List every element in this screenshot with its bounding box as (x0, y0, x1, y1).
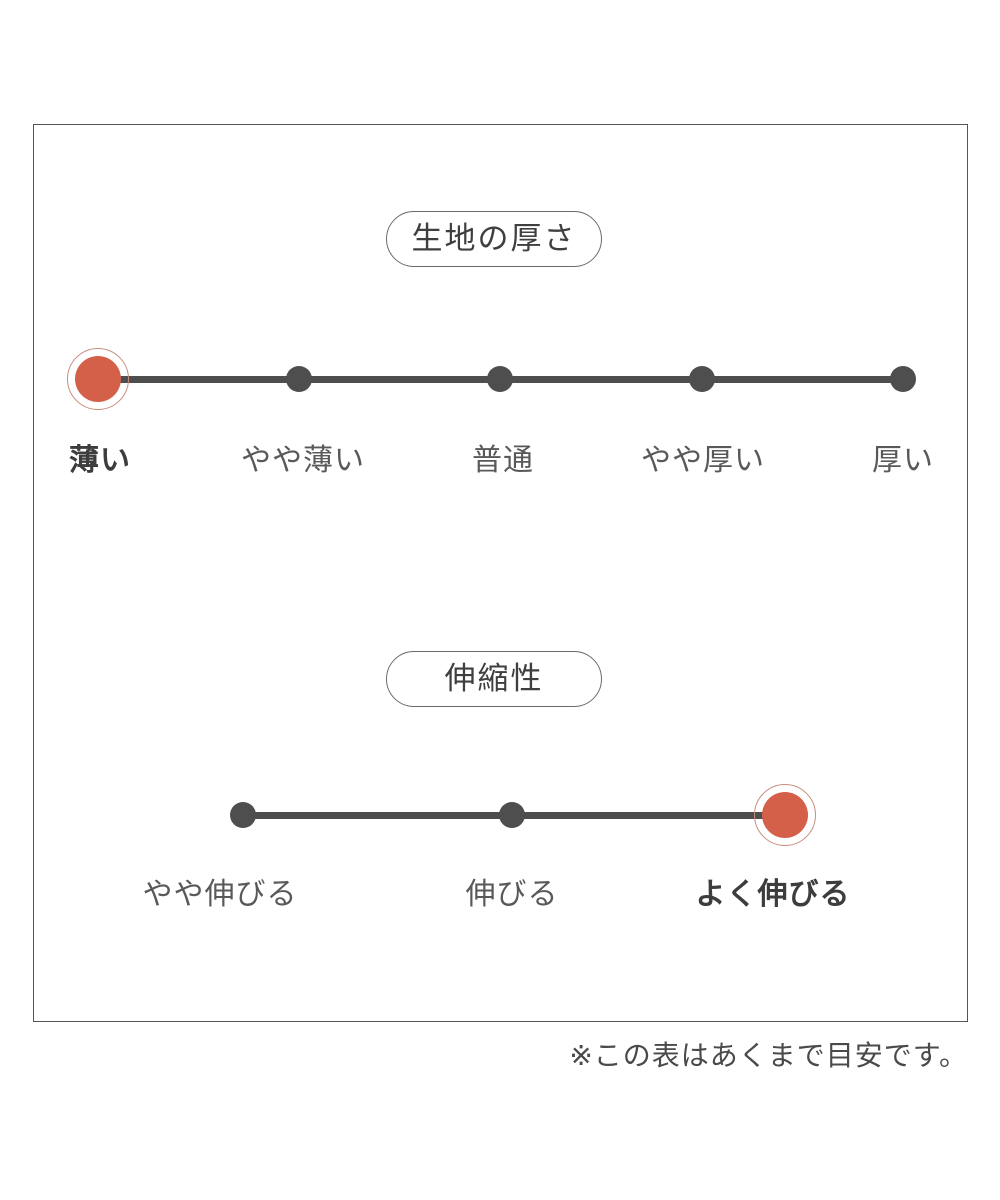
section-badge-thickness-label: 生地の厚さ (411, 220, 577, 257)
section-badge-thickness: 生地の厚さ (386, 211, 602, 267)
footnote-disclaimer: ※この表はあくまで目安です。 (569, 1039, 968, 1072)
spec-table-frame (33, 124, 968, 1022)
section-badge-stretch-label: 伸縮性 (444, 660, 544, 697)
section-badge-stretch: 伸縮性 (386, 651, 602, 707)
